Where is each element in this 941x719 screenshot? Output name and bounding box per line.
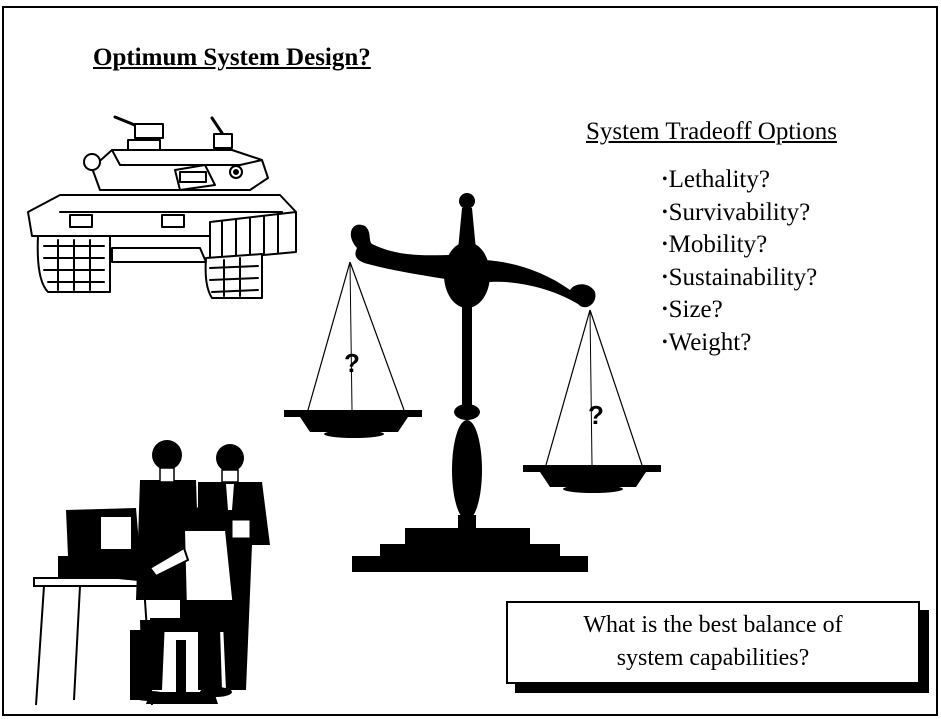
callout-line-2: system capabilities? (616, 645, 810, 671)
option-survivability: Survivability? (662, 197, 817, 230)
tradeoff-options-heading: System Tradeoff Options (586, 118, 837, 145)
callout-line-1: What is the best balance of (583, 612, 843, 638)
balance-scale-illustration (284, 193, 661, 572)
tradeoff-options-list: Lethality? Survivability? Mobility? Sust… (662, 164, 818, 360)
option-sustainability: Sustainability? (662, 262, 818, 295)
page-title: Optimum System Design? (93, 44, 371, 71)
right-pan-question-mark: ? (588, 400, 604, 430)
option-size: Size? (662, 294, 817, 327)
option-mobility: Mobility? (662, 229, 817, 262)
people-at-computer-illustration (33, 440, 270, 706)
option-weight: Weight? (662, 327, 817, 360)
left-pan-question-mark: ? (344, 348, 360, 378)
tank-illustration (27, 115, 297, 299)
option-lethality: Lethality? (662, 164, 817, 197)
balance-question-callout: What is the best balance of system capab… (506, 601, 920, 684)
